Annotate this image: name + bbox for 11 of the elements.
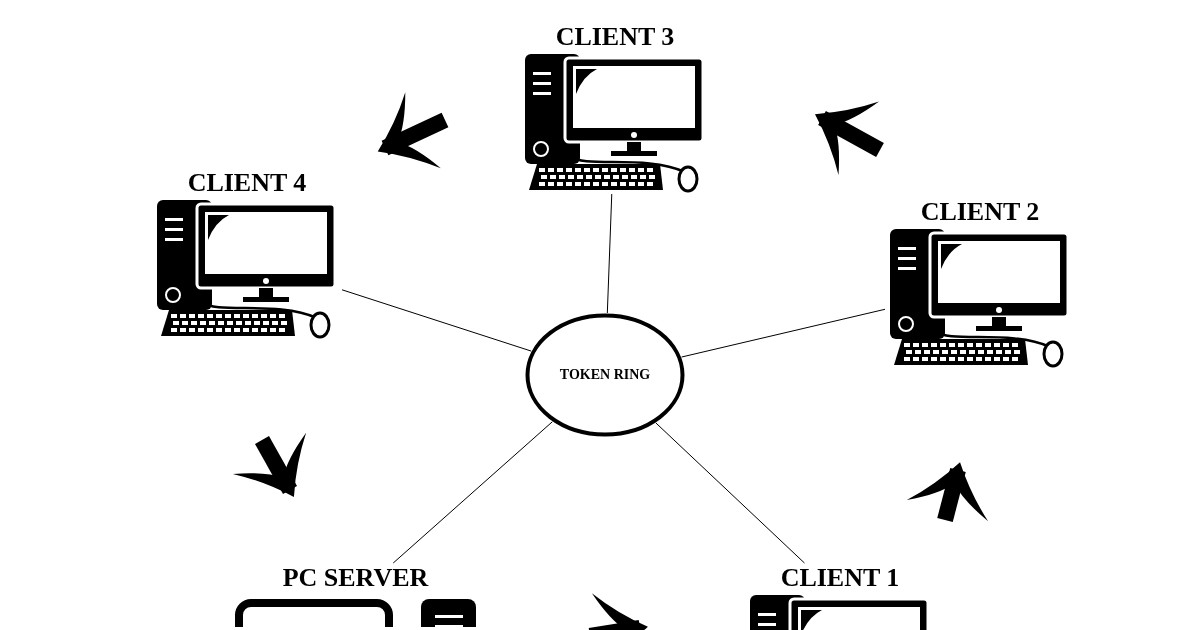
node-label: CLIENT 3 [554, 22, 676, 52]
connector-line [606, 193, 613, 314]
node-label: TOKEN RING [558, 367, 652, 383]
node-label: PC SERVER [281, 563, 430, 593]
connector-line [341, 289, 532, 352]
node-label: CLIENT 1 [779, 563, 901, 593]
node-label: CLIENT 4 [186, 168, 308, 198]
connector-line [681, 308, 886, 358]
connector-line [655, 422, 805, 564]
node-label: CLIENT 2 [919, 197, 1041, 227]
connector-line [392, 421, 553, 564]
